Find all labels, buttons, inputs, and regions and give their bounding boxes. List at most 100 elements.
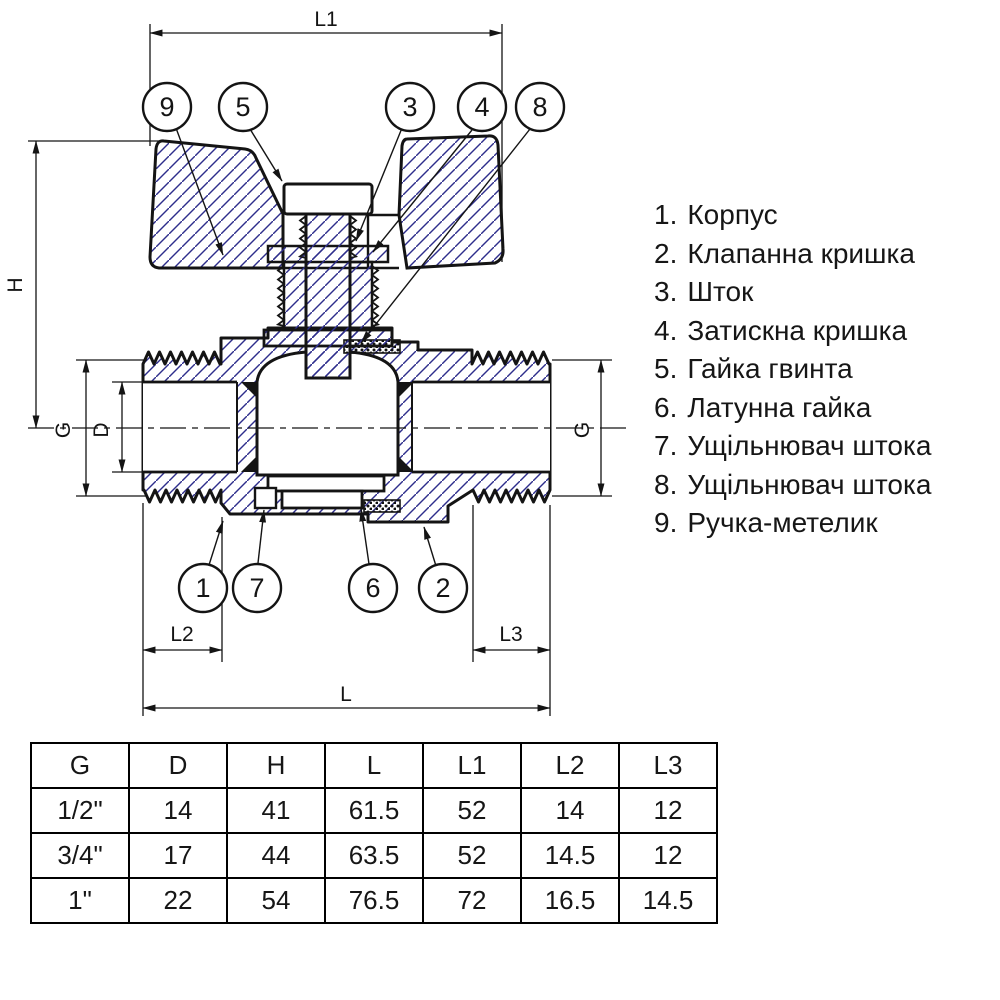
dimensions: [28, 24, 612, 716]
label-l: L: [340, 683, 352, 706]
table-row: 1/2" 14 41 61.5 52 14 12: [30, 787, 718, 834]
bottom-plug: [266, 474, 386, 510]
parts-list-item-4: 4.Затискна кришка: [654, 312, 931, 351]
callout-5: 5: [217, 81, 269, 133]
svg-text:9: 9: [159, 92, 174, 122]
callout-4: 4: [456, 81, 508, 133]
parts-list-item-5: 5. Гайка гвинта: [654, 350, 931, 389]
part-label: Ущільнювач штока: [687, 430, 932, 461]
parts-list-item-3: 3. Шток: [654, 273, 931, 312]
stem-seal-block: [253, 486, 278, 510]
spec-table: G D H L L1 L2 L3 1/2" 14 41 61.5 52 14 1…: [30, 742, 718, 924]
stem-nut: [282, 182, 374, 216]
callout-2: 2: [417, 562, 469, 614]
svg-text:3: 3: [402, 92, 417, 122]
table-cell: 52: [422, 832, 522, 879]
part-label: Гайка гвинта: [687, 353, 853, 384]
label-d: D: [90, 422, 113, 437]
table-cell: 22: [128, 877, 228, 924]
table-header-cell: H: [226, 742, 326, 789]
table-cell: 41: [226, 787, 326, 834]
ball-seats: [241, 382, 414, 472]
parts-list-item-6: 6. Латунна гайка: [654, 389, 931, 428]
table-row: 1" 22 54 76.5 72 16.5 14.5: [30, 877, 718, 924]
gland-thread-left: [275, 265, 286, 327]
handle-butterfly: [148, 134, 505, 270]
leader-3: [355, 127, 403, 242]
callout-3: 3: [384, 81, 436, 133]
spec-table-header-row: G D H L L1 L2 L3: [30, 742, 718, 789]
table-row: 3/4" 17 44 63.5 52 14.5 12: [30, 832, 718, 879]
part-label: Шток: [687, 276, 754, 307]
parts-list-item-2: 2.Клапанна кришка: [654, 235, 931, 274]
table-header-cell: G: [30, 742, 130, 789]
part-label: Клапанна кришка: [687, 237, 915, 269]
table-header-cell: L: [324, 742, 424, 789]
leader-7: [257, 509, 267, 564]
callout-9: 9: [141, 81, 193, 133]
callout-leaders: [175, 127, 531, 567]
dimension-labels: L1 H G D G L2 L3 L: [4, 8, 594, 706]
leader-6: [359, 508, 370, 565]
table-cell: 72: [422, 877, 522, 924]
callout-6: 6: [347, 562, 399, 614]
leader-9: [175, 127, 224, 256]
table-cell: 14: [520, 787, 620, 834]
leader-8: [360, 128, 531, 344]
seal-band-bottom: [363, 499, 401, 513]
part-label: Латунна гайка: [687, 391, 872, 423]
parts-list-item-7: 7. Ущільнювач штока: [654, 427, 931, 466]
table-header-cell: L3: [618, 742, 718, 789]
parts-list-item-8: 8.Ущільнювач штока: [654, 466, 931, 505]
part-number: 3.: [654, 276, 678, 307]
svg-text:7: 7: [249, 573, 264, 603]
callout-7: 7: [231, 562, 283, 614]
table-cell: 14.5: [618, 877, 718, 924]
label-h: H: [4, 277, 27, 292]
dimension-d: [112, 381, 145, 473]
part-number: 9.: [654, 507, 678, 538]
part-label: Корпус: [687, 199, 778, 230]
part-number: 1.: [654, 199, 678, 230]
part-number: 7.: [654, 430, 678, 461]
table-cell: 76.5: [324, 877, 424, 924]
svg-text:1: 1: [195, 573, 210, 603]
table-cell: 61.5: [324, 787, 424, 834]
table-header-cell: L2: [520, 742, 620, 789]
svg-text:6: 6: [365, 573, 380, 603]
handle-right-wing: [397, 134, 505, 270]
svg-text:5: 5: [235, 92, 250, 122]
svg-text:8: 8: [532, 92, 547, 122]
dimension-g-left: [76, 359, 147, 497]
label-g-left: G: [52, 422, 75, 438]
label-l3: L3: [499, 623, 522, 646]
dimension-g-right: [552, 359, 612, 497]
table-header-cell: D: [128, 742, 228, 789]
table-cell: 14: [128, 787, 228, 834]
part-label: Ручка-метелик: [687, 507, 878, 538]
table-cell: 14.5: [520, 832, 620, 879]
leader-2: [423, 526, 437, 567]
stem-thread-left: [297, 215, 308, 259]
table-cell: 44: [226, 832, 326, 879]
label-l1: L1: [314, 8, 337, 31]
table-cell: 17: [128, 832, 228, 879]
part-number: 6.: [654, 391, 678, 423]
dimension-l3: [472, 505, 551, 716]
label-g-right: G: [571, 422, 594, 438]
dimension-h: [28, 140, 162, 429]
table-cell: 12: [618, 832, 718, 879]
callout-8: 8: [514, 81, 566, 133]
table-cell: 63.5: [324, 832, 424, 879]
parts-list: 1. Корпус 2.Клапанна кришка 3. Шток 4.Зати…: [654, 196, 931, 543]
callout-circles: 9 5 3 4 8 1 7: [141, 81, 566, 614]
table-cell: 16.5: [520, 877, 620, 924]
part-number: 5.: [654, 353, 678, 384]
callout-1: 1: [177, 562, 229, 614]
table-cell: 1/2": [30, 787, 130, 834]
valve-cross-section-drawing: L1 H G D G L2 L3 L 9: [4, 8, 628, 716]
leader-5: [249, 128, 283, 182]
parts-list-item-1: 1. Корпус: [654, 196, 931, 235]
table-header-cell: L1: [422, 742, 522, 789]
